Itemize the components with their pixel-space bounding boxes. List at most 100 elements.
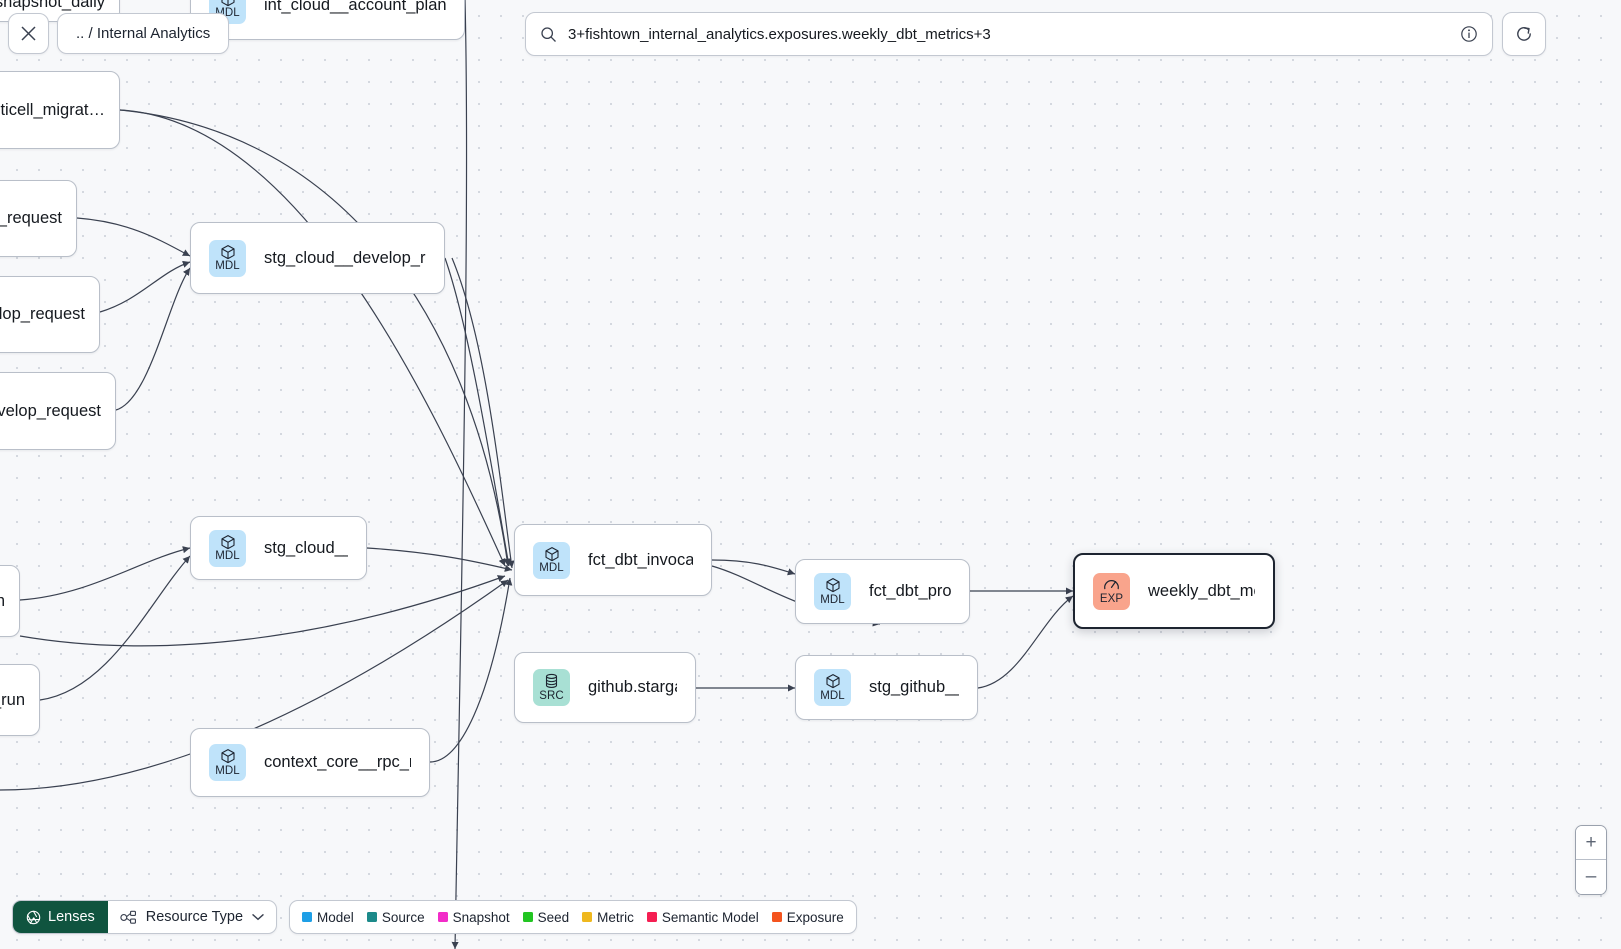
node-label: int_cloud__account_plan_history bbox=[264, 0, 446, 14]
node-label: velop_request bbox=[0, 305, 85, 323]
resource-type-filter[interactable]: Resource Type bbox=[108, 901, 276, 933]
legend-item[interactable]: Seed bbox=[522, 909, 570, 925]
node-label: _develop_request bbox=[0, 401, 101, 420]
lineage-node[interactable]: n bbox=[0, 565, 20, 637]
cube-icon: MDL bbox=[533, 541, 570, 579]
lineage-node[interactable]: EXP weekly_dbt_metrics bbox=[1073, 553, 1275, 629]
node-label: weekly_dbt_metrics bbox=[1148, 581, 1255, 600]
zoom-controls: + – bbox=[1575, 825, 1607, 895]
lineage-edge bbox=[119, 109, 506, 567]
lineage-edge bbox=[19, 575, 506, 647]
node-badge-label: MDL bbox=[539, 562, 564, 574]
lineage-node[interactable]: MDL fct_dbt_projects bbox=[795, 559, 970, 624]
legend-swatch bbox=[302, 912, 313, 922]
lineage-node[interactable]: velop_request bbox=[0, 276, 100, 353]
lenses-button[interactable]: Lenses bbox=[13, 901, 108, 933]
lineage-edge bbox=[711, 559, 796, 576]
refresh-button[interactable] bbox=[1502, 12, 1546, 56]
zoom-in-button[interactable]: + bbox=[1576, 826, 1606, 860]
node-label: multicell_migrat… bbox=[0, 100, 105, 119]
lineage-edge bbox=[977, 595, 1074, 689]
cube-icon: MDL bbox=[209, 529, 246, 567]
node-badge-label: MDL bbox=[820, 689, 845, 702]
lineage-edge bbox=[76, 217, 191, 257]
resource-type-legend: Model Source Snapshot Seed Metric Semantic Mo… bbox=[290, 910, 856, 925]
legend-label: Model bbox=[317, 909, 354, 925]
node-label: context_core__rpc_request bbox=[264, 753, 411, 771]
lineage-node[interactable]: SRC github.stargazers bbox=[514, 652, 696, 723]
legend-item[interactable]: Snapshot bbox=[437, 909, 510, 925]
node-label: stg_github__stars bbox=[869, 678, 959, 696]
lineage-node[interactable]: MDL int_cloud__account_plan_history bbox=[190, 0, 465, 40]
cube-icon: MDL bbox=[209, 239, 246, 277]
refresh-icon bbox=[1517, 27, 1531, 41]
node-badge-label: SRC bbox=[539, 689, 564, 702]
breadcrumb[interactable]: .. / Internal Analytics bbox=[57, 13, 230, 54]
node-label: github.stargazers bbox=[588, 678, 677, 696]
cube-icon: MDL bbox=[209, 744, 246, 781]
legend-label: Seed bbox=[537, 909, 570, 925]
node-label: stg_cloud__runs bbox=[264, 538, 348, 557]
legend-swatch bbox=[437, 912, 448, 922]
node-label: p_request bbox=[0, 209, 62, 227]
legend-item[interactable]: Model bbox=[302, 910, 354, 925]
search-input[interactable]: 3+fishtown_internal_analytics.exposures.… bbox=[568, 25, 991, 43]
node-badge-label: MDL bbox=[215, 7, 240, 19]
legend-label: Snapshot bbox=[452, 909, 510, 925]
lineage-edge bbox=[115, 267, 191, 411]
close-button[interactable] bbox=[8, 13, 49, 54]
lineage-edge bbox=[39, 555, 191, 701]
legend-swatch bbox=[646, 912, 657, 922]
close-icon bbox=[21, 26, 36, 41]
lenses-label: Lenses bbox=[48, 909, 95, 925]
legend-label: Metric bbox=[597, 909, 634, 925]
legend-label: Exposure bbox=[786, 909, 844, 925]
lineage-node[interactable]: MDL fct_dbt_invocations bbox=[514, 524, 712, 596]
lineage-node[interactable]: MDL context_core__rpc_request bbox=[190, 728, 430, 797]
legend-group: Model Source Snapshot Seed Metric Semantic Mo… bbox=[289, 900, 857, 934]
node-badge-label: MDL bbox=[215, 260, 240, 272]
lineage-search-bar[interactable]: 3+fishtown_internal_analytics.exposures.… bbox=[525, 12, 1493, 56]
cube-icon: MDL bbox=[814, 573, 851, 610]
legend-swatch bbox=[366, 912, 377, 922]
cube-icon: MDL bbox=[814, 669, 851, 706]
resource-type-label: Resource Type bbox=[145, 909, 244, 925]
resource-type-icon bbox=[120, 910, 136, 924]
node-label: fct_dbt_projects bbox=[869, 582, 951, 600]
legend-item[interactable]: Exposure bbox=[771, 909, 844, 925]
database-icon: SRC bbox=[533, 669, 570, 706]
lineage-node[interactable]: p_request bbox=[0, 180, 77, 257]
lineage-edge bbox=[99, 260, 191, 313]
chevron-down-icon bbox=[252, 914, 264, 921]
info-icon[interactable] bbox=[1460, 25, 1478, 43]
lineage-edge bbox=[451, 257, 515, 569]
lineage-edge bbox=[429, 577, 513, 763]
lineage-node[interactable]: _run bbox=[0, 664, 40, 736]
gauge-icon: EXP bbox=[1093, 572, 1130, 610]
node-badge-label: MDL bbox=[820, 593, 845, 606]
node-label: stg_cloud__develop_requests bbox=[264, 248, 426, 267]
legend-swatch bbox=[582, 912, 593, 922]
lineage-edge bbox=[119, 109, 511, 567]
lineage-node[interactable]: multicell_migrat… bbox=[0, 71, 120, 149]
node-label: fct_dbt_invocations bbox=[588, 550, 693, 569]
lenses-group: Lenses Resource Type bbox=[12, 900, 278, 934]
lineage-node[interactable]: MDL stg_cloud__runs bbox=[190, 516, 367, 580]
legend-item[interactable]: Semantic Model bbox=[646, 910, 759, 925]
zoom-out-button[interactable]: – bbox=[1576, 860, 1606, 894]
bottom-toolbar: Lenses Resource Type Model Source Snapshot… bbox=[12, 900, 857, 934]
legend-item[interactable]: Metric bbox=[582, 910, 634, 925]
search-icon bbox=[541, 26, 556, 42]
lineage-node[interactable]: MDL stg_cloud__develop_requests bbox=[190, 222, 445, 294]
legend-label: Source bbox=[381, 909, 425, 925]
lineage-edge bbox=[451, 0, 468, 949]
legend-item[interactable]: Source bbox=[366, 909, 425, 925]
lineage-node[interactable]: MDL stg_github__stars bbox=[795, 655, 978, 720]
lineage-edge bbox=[444, 257, 512, 567]
node-badge-label: MDL bbox=[215, 764, 240, 777]
lineage-edge bbox=[366, 547, 513, 572]
node-label: n bbox=[0, 591, 5, 610]
node-label: snapshot_daily bbox=[0, 0, 105, 11]
lineage-node[interactable]: _develop_request bbox=[0, 372, 116, 450]
